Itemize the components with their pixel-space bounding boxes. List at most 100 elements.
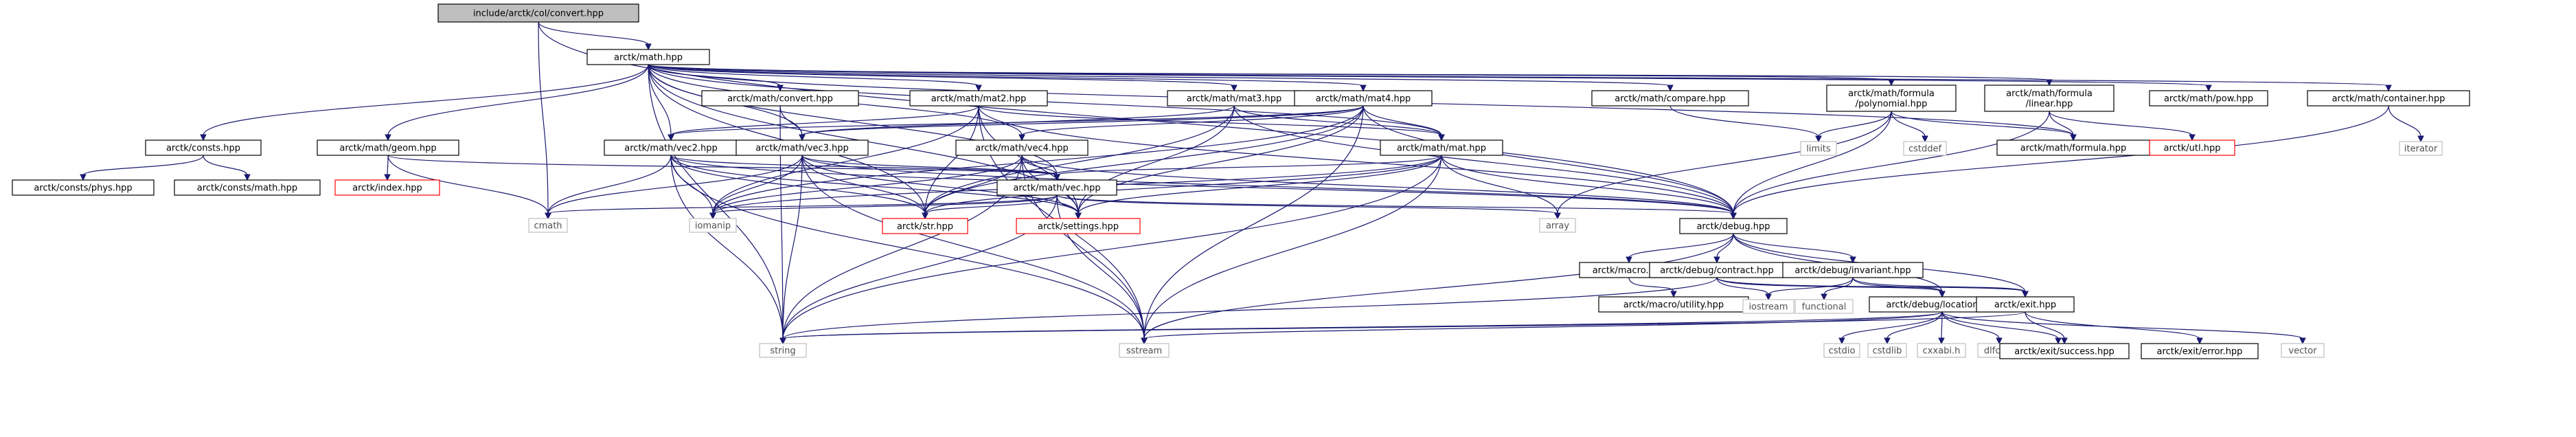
edge-arrowhead-invariant-to-exit	[2022, 291, 2029, 298]
node-label-vec4: arctk/math/vec4.hpp	[975, 144, 1069, 154]
node-vec[interactable]: arctk/math/vec.hpp	[996, 179, 1117, 196]
node-exit-success[interactable]: arctk/exit/success.hpp	[1999, 343, 2130, 359]
edge-vec3-to-debug	[801, 155, 1734, 214]
node-math[interactable]: arctk/math.hpp	[586, 49, 710, 65]
node-mat4[interactable]: arctk/math/mat4.hpp	[1294, 90, 1433, 107]
edge-math-to-mat4	[648, 64, 1364, 87]
node-phys[interactable]: arctk/consts/phys.hpp	[12, 179, 155, 196]
edge-math-to-mat3	[648, 64, 1235, 87]
edge-arrowhead-consts-to-phys	[80, 174, 87, 181]
node-math-convert[interactable]: arctk/math/convert.hpp	[701, 90, 859, 107]
edge-vec2-to-string	[670, 155, 784, 339]
node-str[interactable]: arctk/str.hpp	[882, 218, 968, 234]
edge-location-to-cstdio	[1841, 311, 1943, 339]
edge-arrowhead-invariant-to-location	[1939, 291, 1946, 298]
node-box-vec	[996, 179, 1117, 196]
node-index[interactable]: arctk/index.hpp	[334, 179, 440, 196]
edge-geom-to-vec	[387, 155, 1058, 176]
edge-mat3-to-mat	[1233, 105, 1442, 136]
node-mat[interactable]: arctk/math/mat.hpp	[1380, 139, 1503, 156]
edge-formula_linear-to-utl	[2049, 111, 2193, 136]
edge-vec2-to-cmath	[547, 155, 672, 214]
node-label-math: arctk/math.hpp	[614, 53, 683, 63]
edge-vec-to-sstream	[1056, 194, 1145, 339]
edge-formula_poly-to-limits	[1818, 111, 1892, 137]
node-exit[interactable]: arctk/exit.hpp	[1976, 296, 2075, 313]
edge-arrowhead-debug-to-contract	[1713, 256, 1720, 264]
edge-arrowhead-mat-to-vec	[1053, 174, 1060, 181]
edge-arrowhead-formula_poly-to-cstddef	[1922, 135, 1928, 143]
edge-formula_linear-to-debug	[1733, 111, 2050, 214]
node-label-formula-poly-line-1: /polynomial.hpp	[1856, 99, 1928, 109]
edge-vec3-to-cmath	[547, 155, 803, 214]
node-box-pow	[2149, 90, 2268, 107]
node-vec3[interactable]: arctk/math/vec3.hpp	[736, 139, 869, 156]
edge-exit-to-exit_success	[2025, 311, 2065, 339]
node-consts-math[interactable]: arctk/consts/math.hpp	[174, 179, 321, 196]
node-box-geom	[317, 139, 459, 156]
node-settings[interactable]: arctk/settings.hpp	[1016, 218, 1141, 234]
edge-math_convert-to-vec3	[779, 105, 803, 136]
node-label-formula-linear-line-1: /linear.hpp	[2026, 99, 2073, 109]
node-consts[interactable]: arctk/consts.hpp	[145, 139, 262, 156]
node-mat2[interactable]: arctk/math/mat2.hpp	[909, 90, 1048, 107]
node-pow[interactable]: arctk/math/pow.hpp	[2149, 90, 2268, 107]
edge-arrowhead-container-to-iterator	[2417, 135, 2424, 143]
node-box-index	[334, 179, 440, 196]
edge-compare-to-limits	[1669, 105, 1819, 137]
node-compare[interactable]: arctk/math/compare.hpp	[1591, 90, 1749, 107]
edge-arrowhead-macro-to-macro_utility	[1670, 291, 1677, 298]
edge-arrowhead-math-to-pow	[2205, 85, 2212, 92]
edge-geom-to-index	[387, 155, 389, 176]
node-box-string	[759, 343, 807, 358]
node-label-geom: arctk/math/geom.hpp	[339, 144, 436, 154]
node-formula-linear[interactable]: arctk/math/formula/linear.hpp	[1984, 85, 2115, 112]
node-box-mat4	[1294, 90, 1433, 107]
edge-mat-to-debug	[1441, 155, 1734, 214]
node-box-invariant	[1782, 262, 1924, 278]
edge-vec2-to-vec	[670, 155, 1058, 176]
edge-invariant-to-functional	[1823, 277, 1854, 295]
node-mat3[interactable]: arctk/math/mat3.hpp	[1167, 90, 1301, 107]
edge-mat-to-vec	[1056, 155, 1442, 176]
node-box-math	[586, 49, 710, 65]
node-geom[interactable]: arctk/math/geom.hpp	[317, 139, 459, 156]
node-label-mat3: arctk/math/mat3.hpp	[1187, 94, 1281, 104]
edge-vec-to-str	[924, 194, 1058, 214]
node-root[interactable]: include/arctk/col/convert.hpp	[437, 3, 639, 23]
node-label-sstream: sstream	[1126, 346, 1162, 357]
edge-invariant-to-location	[1852, 277, 1943, 293]
node-label-formula-linear-line-0: arctk/math/formula	[2006, 89, 2093, 99]
node-vector: vector	[2281, 343, 2325, 358]
node-formula-poly[interactable]: arctk/math/formula/polynomial.hpp	[1826, 85, 1957, 112]
node-debug[interactable]: arctk/debug.hpp	[1679, 218, 1788, 234]
node-iterator: iterator	[2399, 141, 2443, 156]
node-vec4[interactable]: arctk/math/vec4.hpp	[955, 139, 1088, 156]
node-utl[interactable]: arctk/utl.hpp	[2149, 139, 2235, 156]
edge-arrowhead-vec-to-array	[1554, 212, 1561, 220]
node-box-utl	[2149, 139, 2235, 156]
node-cstdlib: cstdlib	[1867, 343, 1907, 358]
node-box-exit	[1976, 296, 2075, 313]
edge-mat2-to-debug	[978, 105, 1734, 214]
node-cstdio: cstdio	[1823, 343, 1860, 358]
node-formula[interactable]: arctk/math/formula.hpp	[1996, 139, 2150, 156]
node-container[interactable]: arctk/math/container.hpp	[2307, 90, 2470, 107]
node-label-iomanip: iomanip	[695, 221, 731, 232]
node-cstddef: cstddef	[1903, 141, 1947, 156]
edge-invariant-to-exit	[1852, 277, 2026, 293]
node-contract[interactable]: arctk/debug/contract.hpp	[1649, 262, 1785, 278]
node-invariant[interactable]: arctk/debug/invariant.hpp	[1782, 262, 1924, 278]
edge-exit-to-string	[782, 311, 2026, 339]
edge-arrowhead-math-to-mat2	[975, 85, 982, 92]
edge-root-to-cmath	[538, 21, 549, 214]
node-exit-error[interactable]: arctk/exit/error.hpp	[2141, 343, 2259, 359]
edge-geom-to-cmath	[387, 155, 549, 214]
node-box-consts-math	[174, 179, 321, 196]
edge-location-to-cstdlib	[1887, 311, 1943, 339]
edge-arrowhead-math-to-formula_linear	[2046, 79, 2053, 87]
node-macro-utility[interactable]: arctk/macro/utility.hpp	[1598, 296, 1749, 313]
node-vec2[interactable]: arctk/math/vec2.hpp	[604, 139, 738, 156]
edge-formula_poly-to-debug	[1733, 111, 1892, 214]
node-label-mat4: arctk/math/mat4.hpp	[1316, 94, 1411, 104]
